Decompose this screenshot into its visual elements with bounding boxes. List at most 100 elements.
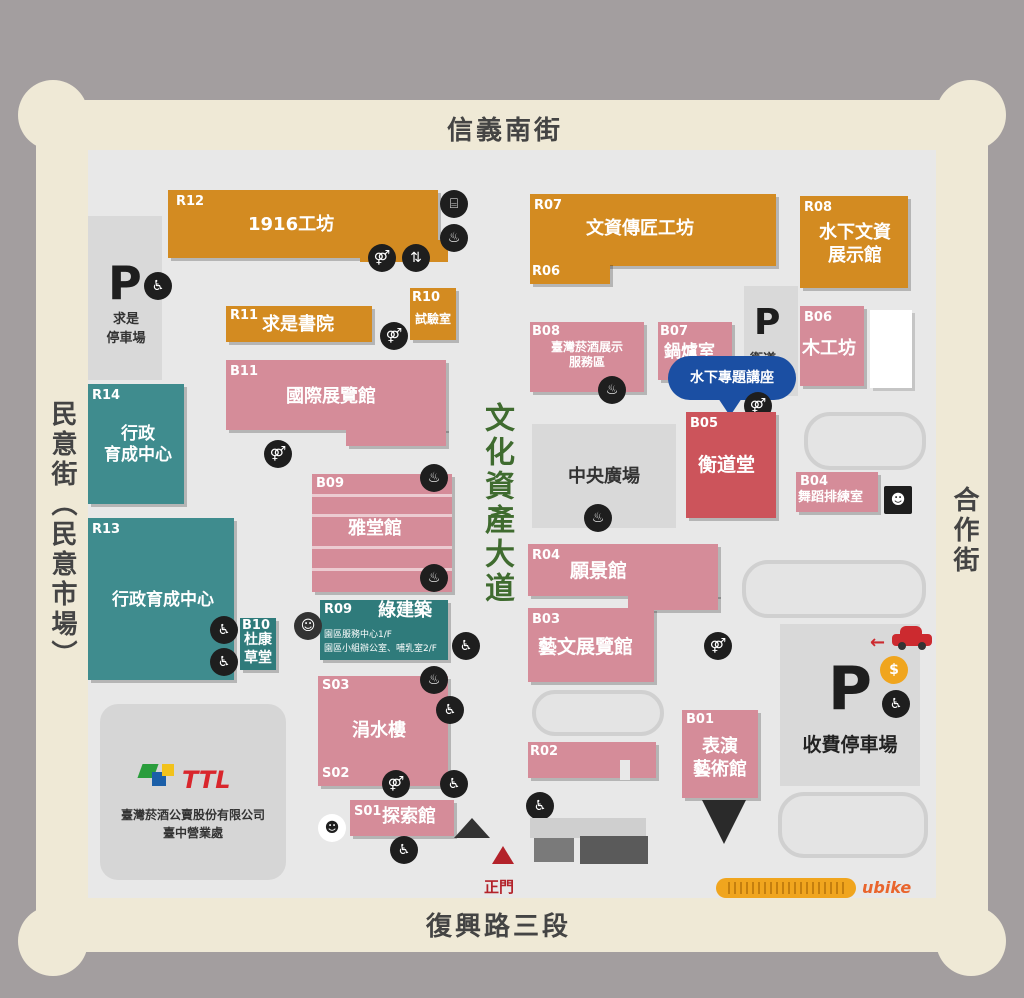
building-r11[interactable]: R11 求是書院 [226,306,372,342]
ttl-block[interactable]: TTL 臺灣菸酒公賣股份有限公司 臺中營業處 [100,704,286,880]
building-b08[interactable]: B08 臺灣菸酒展示 服務區 [530,322,644,374]
building-code: B03 [532,612,560,627]
ttl-branch: 臺中營業處 [162,826,223,840]
building-b08-annex [530,374,644,392]
building-name: 探索館 [382,806,436,827]
sculpture-shape [702,800,746,844]
sculpture-shape [454,818,490,838]
frame-top [40,100,984,152]
building-code: B07 [660,324,688,339]
building-name: 涓水樓 [352,720,406,741]
building-r02[interactable]: R02 [528,742,656,778]
building-name: 水下文資 展示館 [819,222,891,266]
building-code: R07 [534,198,563,213]
building-name: 臺灣菸酒展示 服務區 [550,340,623,369]
accessible-icon: ♿ [210,648,238,676]
building-code: R13 [92,522,121,537]
building-name: 藝文展覽館 [538,636,634,658]
frame-corner [936,906,1006,976]
accessible-icon: ♿ [440,770,468,798]
building-subtext: 園區服務中心1/F [324,630,392,640]
building-name: 表演 藝術館 [693,736,747,780]
building-r06[interactable]: R06 [530,262,610,284]
frame-bottom [40,896,984,952]
parking-lot-paid[interactable]: P 收費停車場 [780,624,920,786]
building-code: R08 [804,200,833,215]
drink-icon: ♨ [440,224,468,252]
plaza-name: 中央廣場 [568,466,640,487]
ubike-logo: ubike [862,878,912,897]
building-r04[interactable]: R04 願景館 [528,544,718,596]
building-b09[interactable]: B09 雅堂館 [312,474,452,592]
drink-icon: ♨ [584,504,612,532]
street-east: 合作街 [949,486,979,576]
building-b06[interactable]: B06 木工坊 [800,306,864,386]
parking-west-label: 求是 停車場 [106,312,146,346]
building-name: 行政 育成中心 [104,424,172,466]
guard-icon: ☻ [884,486,912,514]
building-code: B11 [230,364,258,379]
building-s03[interactable]: S03 S02 涓水樓 [318,676,448,786]
building-name: 1916工坊 [248,214,335,235]
building-name: 綠建築 [378,600,432,621]
gate-marker-icon [492,846,514,864]
building-name: 文資傳匠工坊 [586,218,694,239]
building-r13[interactable]: R13 行政育成中心 [88,518,234,680]
building-code: R02 [530,744,559,759]
gate-label: 正門 [484,878,515,896]
building-b03[interactable]: B03 藝文展覽館 [528,608,654,682]
r02-notch [620,760,630,780]
building-r07[interactable]: R07 文資傳匠工坊 [530,194,776,266]
restroom-icon: ⚤ [704,632,732,660]
street-west: 民意街（民意市場） [47,400,77,670]
accessible-icon: ♿ [390,836,418,864]
building-b10[interactable]: B10 杜康 草堂 [240,618,276,670]
ubike-rack-lines [728,882,844,894]
building-name: 願景館 [570,560,628,582]
floor-line [312,514,452,517]
arrow-left-icon: ← [870,632,886,653]
plaza-steps [534,838,574,862]
building-b04[interactable]: B04 舞蹈排練室 [796,472,878,512]
floor-line [312,494,452,497]
building-b05[interactable]: B05 衡道堂 [686,412,776,518]
building-code: R12 [176,194,205,209]
building-name: 行政育成中心 [112,590,214,610]
building-code: R14 [92,388,121,403]
ttl-logo-icon [137,764,174,790]
accessible-icon: ♿ [210,616,238,644]
elevator-icon: ⇅ [402,244,430,272]
building-b11[interactable]: B11 國際展覽館 [226,360,446,430]
building-b01[interactable]: B01 表演 藝術館 [682,710,758,798]
building-code: B05 [690,416,718,431]
street-north: 信義南街 [447,116,564,146]
frame-corner [18,80,88,150]
building-code: B04 [800,474,828,489]
plaza-steps [530,818,646,838]
info-desk-icon: ☺ [294,612,322,640]
building-r08[interactable]: R08 水下文資 展示館 [800,196,908,288]
drink-icon: ♨ [420,464,448,492]
building-code: R11 [230,308,259,323]
accessible-icon: ♿ [452,632,480,660]
accessible-icon: ♿ [436,696,464,724]
parking-lot-west: P 求是 停車場 [88,216,162,380]
building-code: B10 [242,618,270,633]
stairs-icon: ⌸ [440,190,468,218]
event-tooltip[interactable]: 水下專題講座 [668,356,796,400]
building-r14[interactable]: R14 行政 育成中心 [88,384,184,504]
plaza-steps [580,836,648,864]
lawn-pill [804,412,926,470]
white-tower [870,310,912,388]
building-s01[interactable]: S01 探索館 [350,800,454,836]
building-code: R04 [532,548,561,563]
tooltip-pointer [718,398,742,416]
drink-icon: ♨ [598,376,626,404]
building-code: R10 [412,290,441,305]
building-r10[interactable]: R10 試驗室 [410,288,456,340]
frame-left [36,110,88,930]
building-r09[interactable]: R09 綠建築 園區服務中心1/F 園區小組辦公室、哺乳室2/F [320,600,448,660]
building-name: 國際展覽館 [286,386,376,407]
lawn-pill [742,560,926,618]
building-code: B06 [804,310,832,325]
